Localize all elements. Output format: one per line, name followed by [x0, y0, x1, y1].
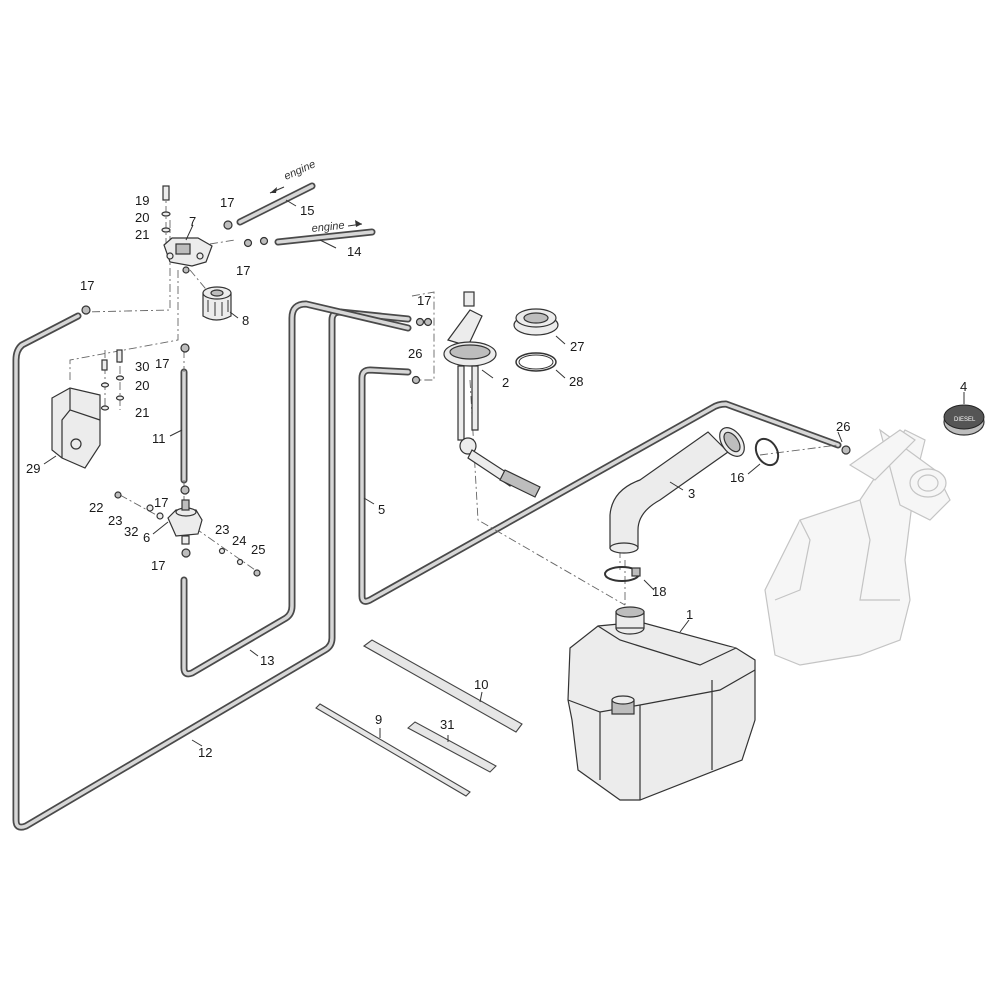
hose-clamp-18	[604, 566, 641, 582]
engine-direction-lower: engine	[311, 220, 363, 235]
filler-neck-3	[609, 427, 745, 554]
ghost-frame-assembly	[764, 428, 951, 666]
callout-17-e: 17	[154, 495, 168, 510]
callout-25: 25	[251, 542, 265, 557]
fuel-tank-1	[567, 606, 756, 801]
callout-23-a: 23	[108, 513, 122, 528]
callout-22: 22	[89, 500, 103, 515]
callout-26-b: 26	[836, 419, 850, 434]
callout-30: 30	[135, 359, 149, 374]
callout-32: 32	[124, 524, 138, 539]
callout-23-b: 23	[215, 522, 229, 537]
bolt-19-stack	[161, 185, 171, 233]
callout-27: 27	[570, 339, 584, 354]
callout-4: 4	[960, 379, 967, 394]
callout-17-g: 17	[417, 293, 431, 308]
callout-10: 10	[474, 677, 488, 692]
callout-15: 15	[300, 203, 314, 218]
callout-28: 28	[569, 374, 583, 389]
hose-15	[236, 182, 316, 226]
callout-20-b: 20	[135, 378, 149, 393]
hose-clamps-small	[81, 220, 851, 558]
fuel-cap-4: DIESEL	[943, 404, 985, 436]
callout-17-b: 17	[236, 263, 250, 278]
bolt-30-stack	[100, 349, 125, 411]
hose-13	[180, 300, 412, 678]
callout-5: 5	[378, 502, 385, 517]
hose-12	[12, 308, 412, 831]
callout-24: 24	[232, 533, 246, 548]
callout-26-a: 26	[408, 346, 422, 361]
callout-29: 29	[26, 461, 40, 476]
callout-16: 16	[730, 470, 744, 485]
callout-3: 3	[688, 486, 695, 501]
callout-17-d: 17	[155, 356, 169, 371]
strip-9	[315, 703, 471, 797]
seal-ring-27	[513, 308, 559, 336]
callouts: 1 2 3 4 5 6 7 8 9 10 11 12 13 14 15 16 1…	[26, 193, 967, 760]
callout-7: 7	[189, 214, 196, 229]
leader-lines	[43, 199, 965, 747]
callout-17-a: 17	[220, 195, 234, 210]
callout-19: 19	[135, 193, 149, 208]
callout-14: 14	[347, 244, 361, 259]
callout-2: 2	[502, 375, 509, 390]
callout-21-b: 21	[135, 405, 149, 420]
strip-10	[362, 639, 523, 733]
callout-11: 11	[152, 431, 166, 446]
bracket-29	[51, 387, 101, 469]
fuel-filter-head-7	[163, 237, 213, 274]
callout-12: 12	[198, 745, 212, 760]
callout-20-a: 20	[135, 210, 149, 225]
fuel-sender-2	[443, 291, 541, 498]
callout-31: 31	[440, 717, 454, 732]
svg-text:DIESEL: DIESEL	[954, 417, 976, 423]
callout-17-c: 17	[80, 278, 94, 293]
callout-18: 18	[652, 584, 666, 599]
filter-element-8	[202, 286, 232, 321]
callout-9: 9	[375, 712, 382, 727]
hose-5	[358, 366, 842, 605]
callout-6: 6	[143, 530, 150, 545]
callout-1: 1	[686, 607, 693, 622]
callout-21-a: 21	[135, 227, 149, 242]
o-ring-28	[515, 352, 557, 372]
hose-14	[274, 228, 376, 246]
callout-8: 8	[242, 313, 249, 328]
engine-label-upper: engine	[282, 158, 317, 182]
callout-17-f: 17	[151, 558, 165, 573]
hose-clamp-16	[754, 437, 780, 467]
strip-31	[407, 721, 497, 773]
engine-label-lower: engine	[311, 220, 345, 235]
fuel-pump-6	[114, 491, 261, 577]
callout-13: 13	[260, 653, 274, 668]
